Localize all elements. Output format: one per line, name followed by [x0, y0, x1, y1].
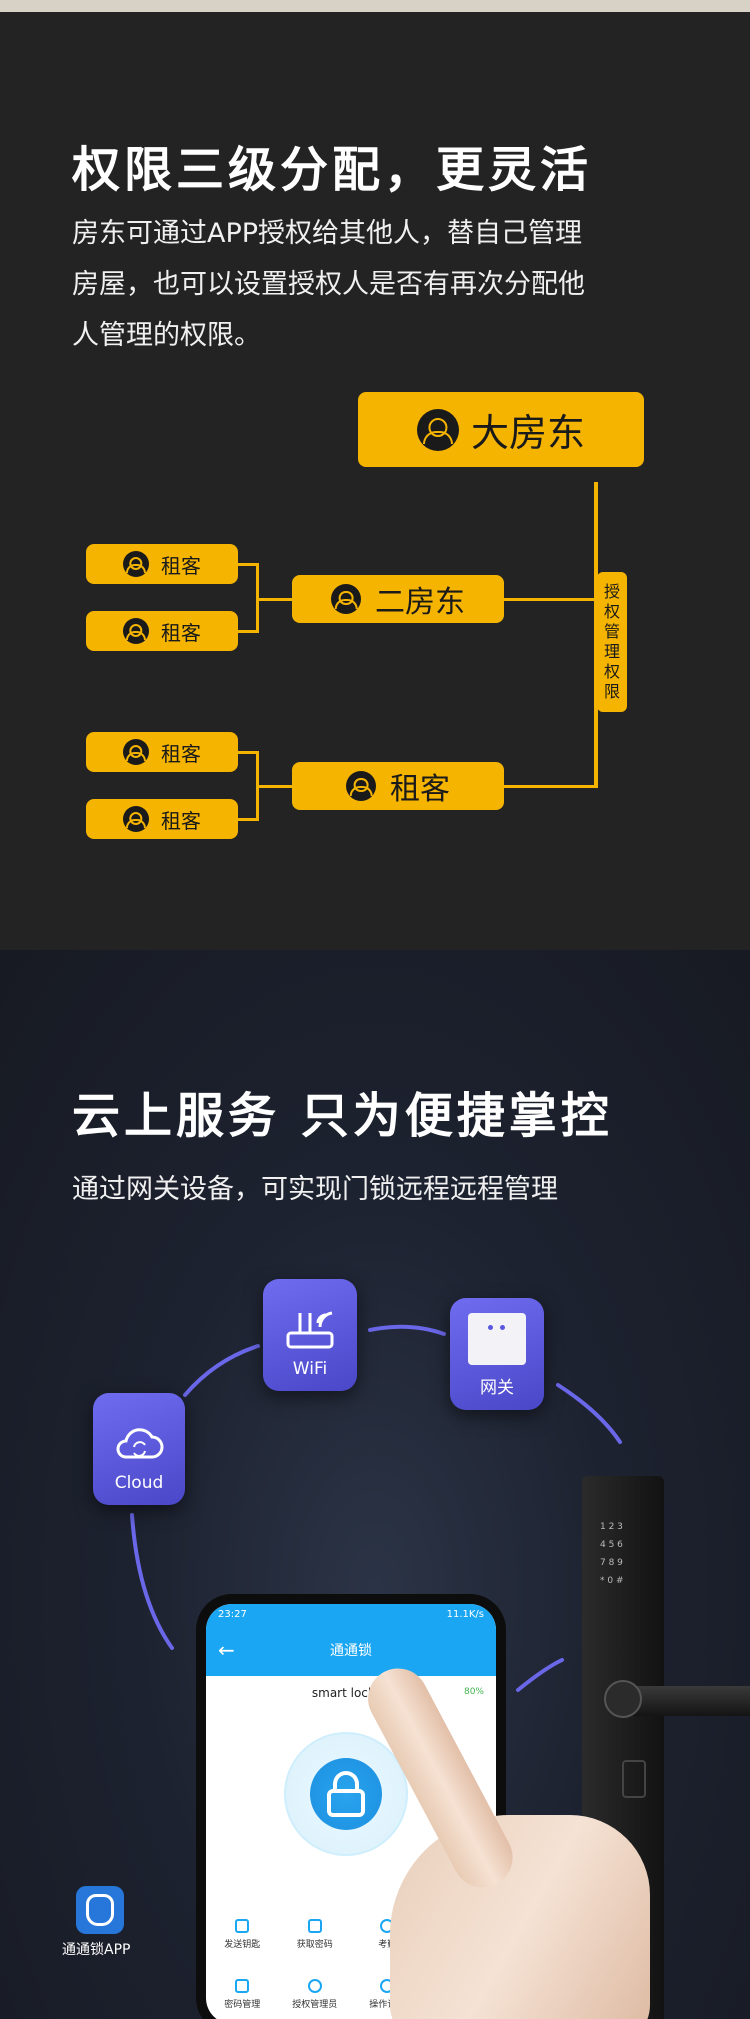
lock-icon [310, 1758, 382, 1830]
cloud-subtitle: 通过网关设备，可实现门锁远程远程管理 [72, 1174, 558, 1205]
handle-knob [604, 1680, 642, 1718]
tenant-label: 租客 [161, 741, 201, 766]
top-landlord-label: 大房东 [470, 411, 585, 455]
device-row: smart lock01 80% [206, 1676, 496, 1710]
tenant-box: 租客 [86, 799, 238, 839]
person-icon [123, 806, 149, 832]
status-network: 11.1K/s [446, 1608, 484, 1620]
label-char: 管 [603, 622, 620, 641]
connector-line [504, 785, 596, 788]
arrow-cloud-wifi [183, 1344, 260, 1397]
tenant-box: 租客 [86, 732, 238, 772]
person-icon [123, 739, 149, 765]
battery-indicator: 80% [463, 1687, 484, 1697]
tenant-box: 租客 [86, 611, 238, 651]
menu-item-send-key[interactable]: 发送钥匙 [207, 1918, 277, 1950]
cloud-label: Cloud [114, 1473, 164, 1493]
phone-screen: 23:27 11.1K/s ← 通通锁 smart lock01 80% [206, 1604, 496, 2019]
status-bar: 23:27 11.1K/s [206, 1604, 496, 1624]
hand-logo-icon [86, 1894, 114, 1926]
permissions-description: 房东可通过APP授权给其他人，替自己管理 房屋，也可以设置授权人是否有再次分配他… [72, 208, 632, 361]
person-icon [331, 584, 361, 614]
label-char: 权 [603, 662, 620, 681]
top-landlord-box: 大房东 [358, 392, 644, 467]
router-icon [286, 1311, 334, 1349]
sublandlord-label: 二房东 [375, 585, 465, 620]
back-arrow-icon[interactable]: ← [218, 1638, 235, 1662]
label-char: 理 [603, 642, 620, 661]
fingerprint-sensor-icon [622, 1760, 646, 1798]
tenant-label: 租客 [161, 620, 201, 645]
label-char: 权 [603, 602, 620, 621]
menu-item-label: 操作记录 [369, 1999, 406, 2010]
connector-line [594, 482, 598, 788]
authorization-label: 授 权 管 理 权 限 [597, 572, 627, 712]
status-time: 23:27 [218, 1608, 247, 1620]
connector-line [238, 563, 258, 566]
label-char: 授 [603, 582, 620, 601]
connector-line [256, 785, 292, 788]
menu-item-label: 获取密码 [296, 1939, 333, 1950]
connector-line [238, 630, 258, 633]
menu-item-password-manage[interactable]: 密码管理 [207, 1978, 277, 2010]
desc-line-3: 人管理的权限。 [72, 320, 261, 351]
arrow-gateway-lock [556, 1383, 622, 1444]
cloud-app-icon: Cloud [93, 1393, 185, 1505]
tenant-manager-label: 租客 [390, 772, 450, 807]
tenant-label: 租客 [161, 553, 201, 578]
top-strip [0, 0, 750, 12]
app-bar-title: 通通锁 [330, 1643, 372, 1659]
menu-item-label: 授权管理员 [292, 1999, 338, 2010]
gateway-device-icon [468, 1313, 526, 1365]
menu-item-get-password[interactable]: 获取密码 [280, 1918, 350, 1950]
person-icon [123, 551, 149, 577]
menu-item-label: 密码管理 [224, 1999, 261, 2010]
person-icon [346, 771, 376, 801]
app-logo-icon [76, 1886, 124, 1934]
wifi-app-icon: WiFi [263, 1279, 357, 1391]
list-icon [235, 1978, 250, 1993]
connector-line [238, 751, 258, 754]
tenant-label: 租客 [161, 808, 201, 833]
unlock-button[interactable] [284, 1732, 408, 1856]
label-char: 限 [603, 682, 620, 701]
app-name: 通通锁APP [62, 1942, 131, 1958]
arrow-phone-lock [516, 1658, 564, 1692]
person-icon [416, 408, 459, 451]
cloud-title: 云上服务 只为便捷掌控 [72, 1088, 613, 1144]
menu-item-admin-manage[interactable]: 授权管理员 [280, 1978, 350, 2010]
menu-item-label: 考勤 [378, 1939, 397, 1950]
app-bar: ← 通通锁 [206, 1624, 496, 1676]
key-icon [235, 1918, 250, 1933]
desc-line-2: 房屋，也可以设置授权人是否有再次分配他 [72, 269, 585, 300]
arrow-wifi-gateway [368, 1324, 446, 1336]
permissions-title: 权限三级分配，更灵活 [72, 142, 593, 198]
connector-line [256, 598, 292, 601]
gateway-app-icon: 网关 [450, 1298, 544, 1410]
menu-item-label: 发送钥匙 [224, 1939, 261, 1950]
cloud-icon [116, 1428, 164, 1459]
desc-line-1: 房东可通过APP授权给其他人，替自己管理 [72, 218, 583, 249]
wifi-label: WiFi [292, 1359, 328, 1379]
user-icon [307, 1978, 322, 1993]
gateway-label: 网关 [480, 1378, 514, 1398]
connector-line [504, 598, 596, 601]
person-icon [123, 618, 149, 644]
sublandlord-box: 二房东 [292, 575, 504, 623]
connector-line [238, 818, 258, 821]
arrow-cloud-phone [130, 1513, 174, 1650]
tenant-manager-box: 租客 [292, 762, 504, 810]
tenant-box: 租客 [86, 544, 238, 584]
hand-illustration [390, 1815, 650, 2019]
document-icon [307, 1918, 322, 1933]
